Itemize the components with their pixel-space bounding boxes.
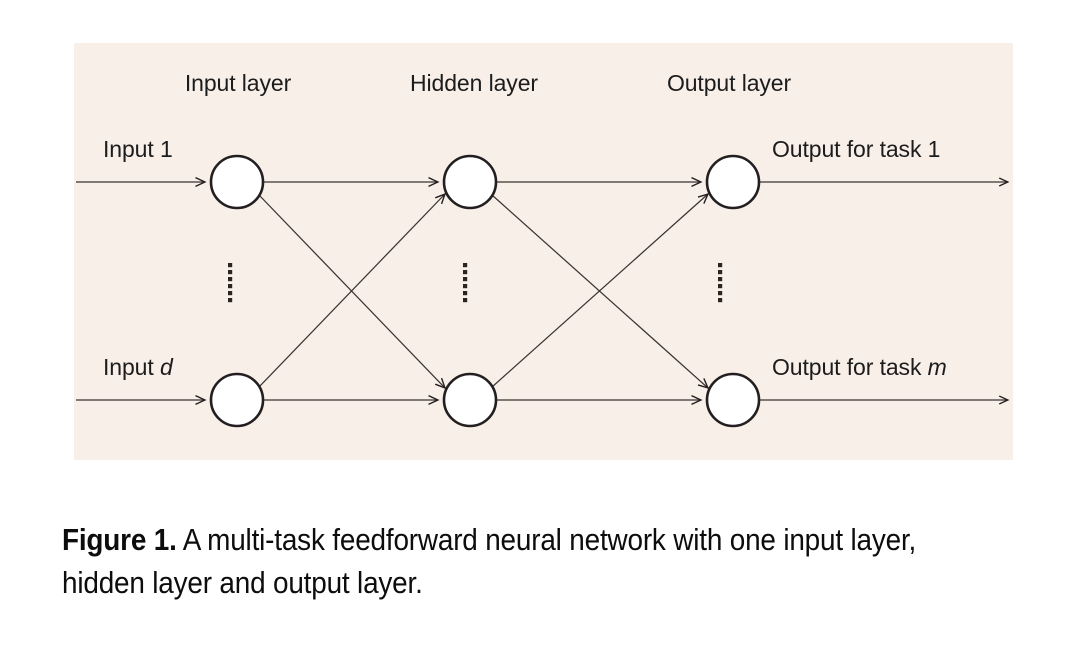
edge-in2-hid1: [258, 194, 445, 388]
node-input-1: [209, 154, 265, 210]
input-label-first-text: Input: [103, 136, 160, 162]
input-label-first: Input 1: [103, 136, 173, 163]
vertical-dots-icon-hidden: [463, 263, 468, 303]
vertical-dots-icon-group: [228, 263, 723, 303]
vertical-dots-icon-output: [718, 263, 723, 303]
layer-title-hidden: Hidden layer: [410, 70, 538, 96]
layer-title-output: Output layer: [666, 70, 792, 96]
figure-caption-text: A multi-task feedforward neural network …: [62, 522, 917, 600]
figure-caption-label: Figure 1.: [62, 522, 177, 557]
node-input-d: [209, 372, 265, 428]
layer-title-input: Input layer: [184, 70, 292, 96]
neural-network-diagram: [76, 154, 1010, 428]
input-label-last: Input d: [103, 354, 173, 381]
output-label-first-text: Output for task: [772, 136, 928, 162]
edge-in1-hid2: [258, 194, 445, 388]
input-label-first-index: 1: [159, 136, 173, 162]
network-edges: [76, 182, 1010, 400]
node-output-1: [705, 154, 761, 210]
output-label-first-index: 1: [927, 136, 941, 162]
network-nodes: [209, 154, 761, 428]
output-label-last-text: Output for task: [772, 354, 928, 380]
node-hidden-2: [442, 372, 498, 428]
input-label-last-index: d: [159, 354, 173, 380]
input-label-last-text: Input: [103, 354, 160, 380]
vertical-dots-icon-input: [228, 263, 233, 303]
edge-hid1-out2: [491, 194, 708, 388]
figure-caption: Figure 1. A multi-task feedforward neura…: [62, 518, 935, 604]
edge-hid2-out1: [491, 194, 708, 388]
node-output-m: [705, 372, 761, 428]
node-hidden-1: [442, 154, 498, 210]
output-label-last: Output for task m: [772, 354, 947, 381]
output-label-last-index: m: [927, 354, 947, 380]
output-label-first: Output for task 1: [772, 136, 940, 163]
